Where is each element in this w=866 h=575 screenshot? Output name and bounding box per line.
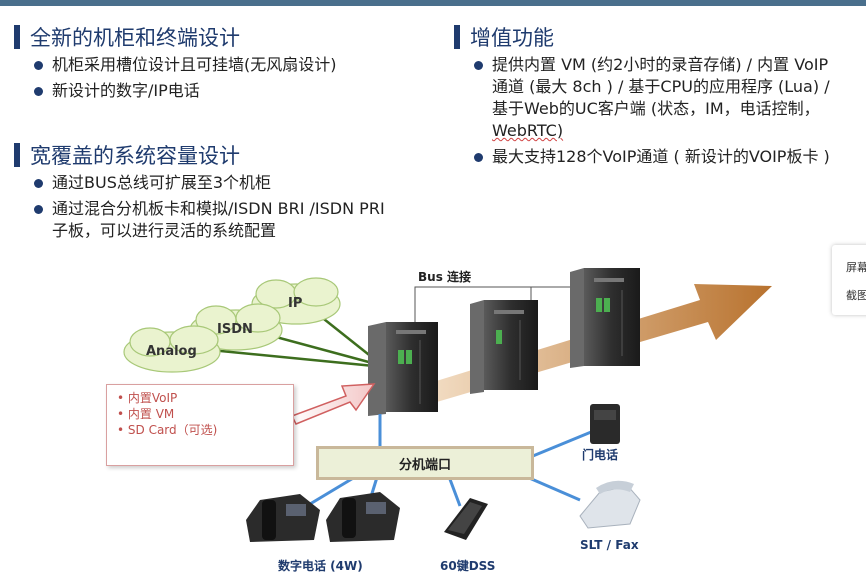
bullet-dot: [34, 87, 43, 96]
bullet-line: 基于Web的UC客户端 (状态，IM，电话控制，: [492, 99, 820, 118]
door-phone-shape: [590, 404, 620, 444]
cloud-ip-label: IP: [288, 296, 303, 311]
section-heading-value-added: 增值功能: [454, 22, 554, 52]
bullet-list-capacity: 通过BUS总线可扩展至3个机柜 通过混合分机板卡和模拟/ISDN BRI /IS…: [34, 172, 454, 242]
bullet-line: 提供内置 VM (约2小时的录音存储) / 内置 VoIP: [492, 55, 829, 74]
feature-item: • 内置 VM: [117, 407, 175, 421]
bullet-dot: [34, 205, 43, 214]
cloud-analog-label: Analog: [146, 344, 197, 359]
digital-phone-2: [326, 492, 400, 542]
bullet-item: 通过混合分机板卡和模拟/ISDN BRI /ISDN PRI: [34, 198, 454, 220]
cloud-analog-shape: [123, 325, 221, 373]
bullet-item: 新设计的数字/IP电话: [34, 80, 434, 102]
analog-line: [189, 346, 375, 368]
bullet-dot: [34, 179, 43, 188]
heading-text: 宽覆盖的系统容量设计: [30, 144, 240, 168]
dss-console-shape: [444, 498, 488, 540]
bullet-text: 机柜采用槽位设计且可挂墙(无风扇设计): [52, 55, 337, 74]
bullet-item: 提供内置 VM (约2小时的录音存储) / 内置 VoIP 通道 (最大 8ch…: [474, 54, 866, 142]
extension-port-label: 分机端口: [398, 457, 451, 473]
slt-fax-label: SLT / Fax: [580, 538, 639, 552]
bullet-item: 最大支持128个VoIP通道 ( 新设计的VOIP板卡 ): [474, 146, 866, 168]
heading-text: 全新的机柜和终端设计: [30, 26, 240, 50]
sd-card-label: SD: [245, 425, 264, 439]
feature-item: • SD Card（可选): [117, 423, 218, 437]
digital-phone-label: 数字电话 (4W): [278, 559, 363, 573]
popup-item-screen[interactable]: 屏幕: [846, 261, 866, 274]
bus-connection-label: Bus 连接: [418, 270, 472, 284]
section-heading-cabinet: 全新的机柜和终端设计: [14, 22, 240, 52]
bullet-list-value-added: 提供内置 VM (约2小时的录音存储) / 内置 VoIP 通道 (最大 8ch…: [474, 54, 866, 172]
feature-arrow: [290, 383, 376, 425]
feature-box: • 内置VoIP • 内置 VM • SD Card（可选): [106, 384, 294, 466]
bullet-line: WebRTC): [492, 121, 564, 140]
door-phone-label: 门电话: [582, 448, 619, 462]
cloud-isdn-label: ISDN: [217, 322, 253, 337]
section-heading-capacity: 宽覆盖的系统容量设计: [14, 140, 240, 170]
digital-phone-1: [246, 494, 320, 542]
bullet-item: 机柜采用槽位设计且可挂墙(无风扇设计): [34, 54, 434, 76]
top-bar: [0, 0, 866, 6]
cabinet-main: [368, 322, 438, 416]
bullet-list-cabinet: 机柜采用槽位设计且可挂墙(无风扇设计) 新设计的数字/IP电话: [34, 54, 434, 106]
cabinet-second: [470, 300, 538, 394]
feature-item: • 内置VoIP: [117, 391, 178, 405]
slt-phone-shape: [579, 480, 641, 529]
bullet-dot: [474, 61, 483, 70]
dss-label: 60键DSS: [440, 559, 496, 573]
bullet-continuation: 子板，可以进行灵活的系统配置: [52, 221, 277, 240]
bullet-text: 通过混合分机板卡和模拟/ISDN BRI /ISDN PRI: [52, 199, 385, 218]
heading-bar: [14, 25, 20, 49]
bullet-line: 通道 (最大 8ch ) / 基于CPU的应用程序 (Lua) /: [492, 77, 830, 96]
bullet-text: 最大支持128个VoIP通道 ( 新设计的VOIP板卡 ): [492, 147, 830, 166]
popup-item-capture[interactable]: 截图: [846, 289, 866, 302]
heading-bar: [454, 25, 460, 49]
bullet-item: 通过BUS总线可扩展至3个机柜: [34, 172, 454, 194]
screenshot-popup[interactable]: 屏幕 截图: [832, 245, 866, 315]
extension-port-box: 分机端口: [316, 446, 534, 480]
cabinet-third: [570, 268, 640, 368]
bullet-text: 通过BUS总线可扩展至3个机柜: [52, 173, 272, 192]
cloud-ip-shape: [251, 277, 341, 325]
heading-bar: [14, 143, 20, 167]
bullet-dot: [474, 153, 483, 162]
bullet-text: 新设计的数字/IP电话: [52, 81, 200, 100]
bullet-dot: [34, 61, 43, 70]
heading-text: 增值功能: [470, 26, 554, 50]
